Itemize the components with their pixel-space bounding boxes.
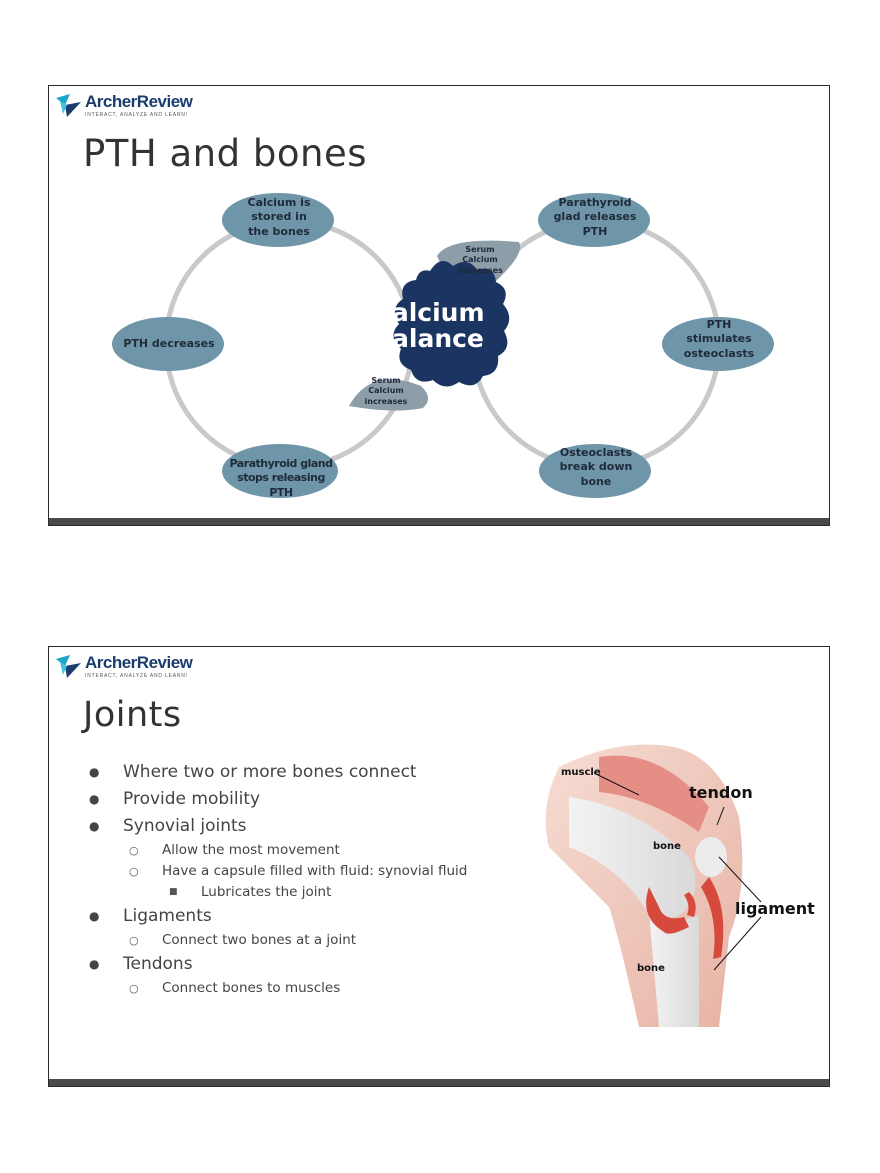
archer-review-logo: ArcherReview INTERACT, ANALYZE AND LEARN… bbox=[55, 651, 215, 681]
label-tendon: tendon bbox=[689, 783, 753, 802]
calcium-balance-label: Calcium balance bbox=[349, 298, 509, 354]
brand-name: ArcherReview bbox=[85, 92, 193, 111]
list-item: Provide mobility bbox=[89, 786, 519, 813]
list-item: Ligaments bbox=[89, 903, 519, 930]
list-item: Allow the most movement bbox=[89, 840, 519, 861]
knee-joint-illustration: muscle tendon bone ligament bone bbox=[499, 737, 815, 1027]
node-releases-pth-label: Parathyroid glad releases PTH bbox=[553, 196, 637, 238]
arrow-top-label: Serum Calcium decreases bbox=[457, 245, 503, 275]
brand-name: ArcherReview bbox=[85, 653, 193, 672]
slide-footer-bar bbox=[49, 1079, 829, 1086]
node-releases-pth bbox=[538, 193, 650, 247]
brand-tagline: INTERACT, ANALYZE AND LEARN! bbox=[85, 112, 188, 118]
logo-mark-icon bbox=[56, 94, 81, 117]
label-ligament: ligament bbox=[735, 899, 815, 918]
archer-review-logo: ArcherReview INTERACT, ANALYZE AND LEARN… bbox=[55, 90, 215, 120]
logo-mark-icon bbox=[56, 655, 81, 678]
list-item: Tendons bbox=[89, 951, 519, 978]
node-break-down-label: Osteoclasts break down bone bbox=[559, 446, 633, 488]
center-blob bbox=[393, 261, 510, 387]
label-bone-bottom: bone bbox=[637, 963, 665, 974]
list-item: Synovial joints bbox=[89, 813, 519, 840]
arrow-serum-increases bbox=[349, 379, 429, 411]
calcium-balance-diagram: Calcium balance Calcium is stored in the… bbox=[49, 86, 829, 525]
page-title: PTH and bones bbox=[83, 132, 367, 175]
node-stimulates-label: PTH stimulates osteoclasts bbox=[683, 318, 755, 360]
list-item: Lubricates the joint bbox=[89, 882, 519, 903]
slide-joints: ArcherReview INTERACT, ANALYZE AND LEARN… bbox=[48, 646, 830, 1087]
slide-footer-bar bbox=[49, 518, 829, 525]
list-item: Connect bones to muscles bbox=[89, 978, 519, 999]
list-item: Connect two bones at a joint bbox=[89, 930, 519, 951]
node-calcium-stored bbox=[222, 193, 334, 247]
node-stimulates-osteoclasts bbox=[662, 317, 774, 371]
label-muscle: muscle bbox=[561, 767, 601, 778]
node-stops-releasing bbox=[222, 444, 338, 498]
joints-bullet-list: Where two or more bones connect Provide … bbox=[89, 759, 519, 999]
list-item: Where two or more bones connect bbox=[89, 759, 519, 786]
node-pth-decreases-label: PTH decreases bbox=[123, 337, 215, 350]
node-calcium-stored-label: Calcium is stored in the bones bbox=[247, 196, 311, 238]
center-line-2: balance bbox=[374, 324, 484, 354]
arrow-bottom-label: Serum Calcium increases bbox=[364, 376, 408, 406]
page-title: Joints bbox=[83, 695, 182, 735]
node-stops-releasing-label: Parathyroid gland stops releasing PTH bbox=[229, 457, 333, 499]
node-break-down-bone bbox=[539, 444, 651, 498]
list-item: Have a capsule filled with fluid: synovi… bbox=[89, 861, 519, 882]
label-bone-top: bone bbox=[653, 841, 681, 852]
slide-pth-and-bones: ArcherReview INTERACT, ANALYZE AND LEARN… bbox=[48, 85, 830, 526]
brand-tagline: INTERACT, ANALYZE AND LEARN! bbox=[85, 673, 188, 679]
node-pth-decreases bbox=[112, 317, 224, 371]
center-line-1: Calcium bbox=[373, 298, 485, 327]
